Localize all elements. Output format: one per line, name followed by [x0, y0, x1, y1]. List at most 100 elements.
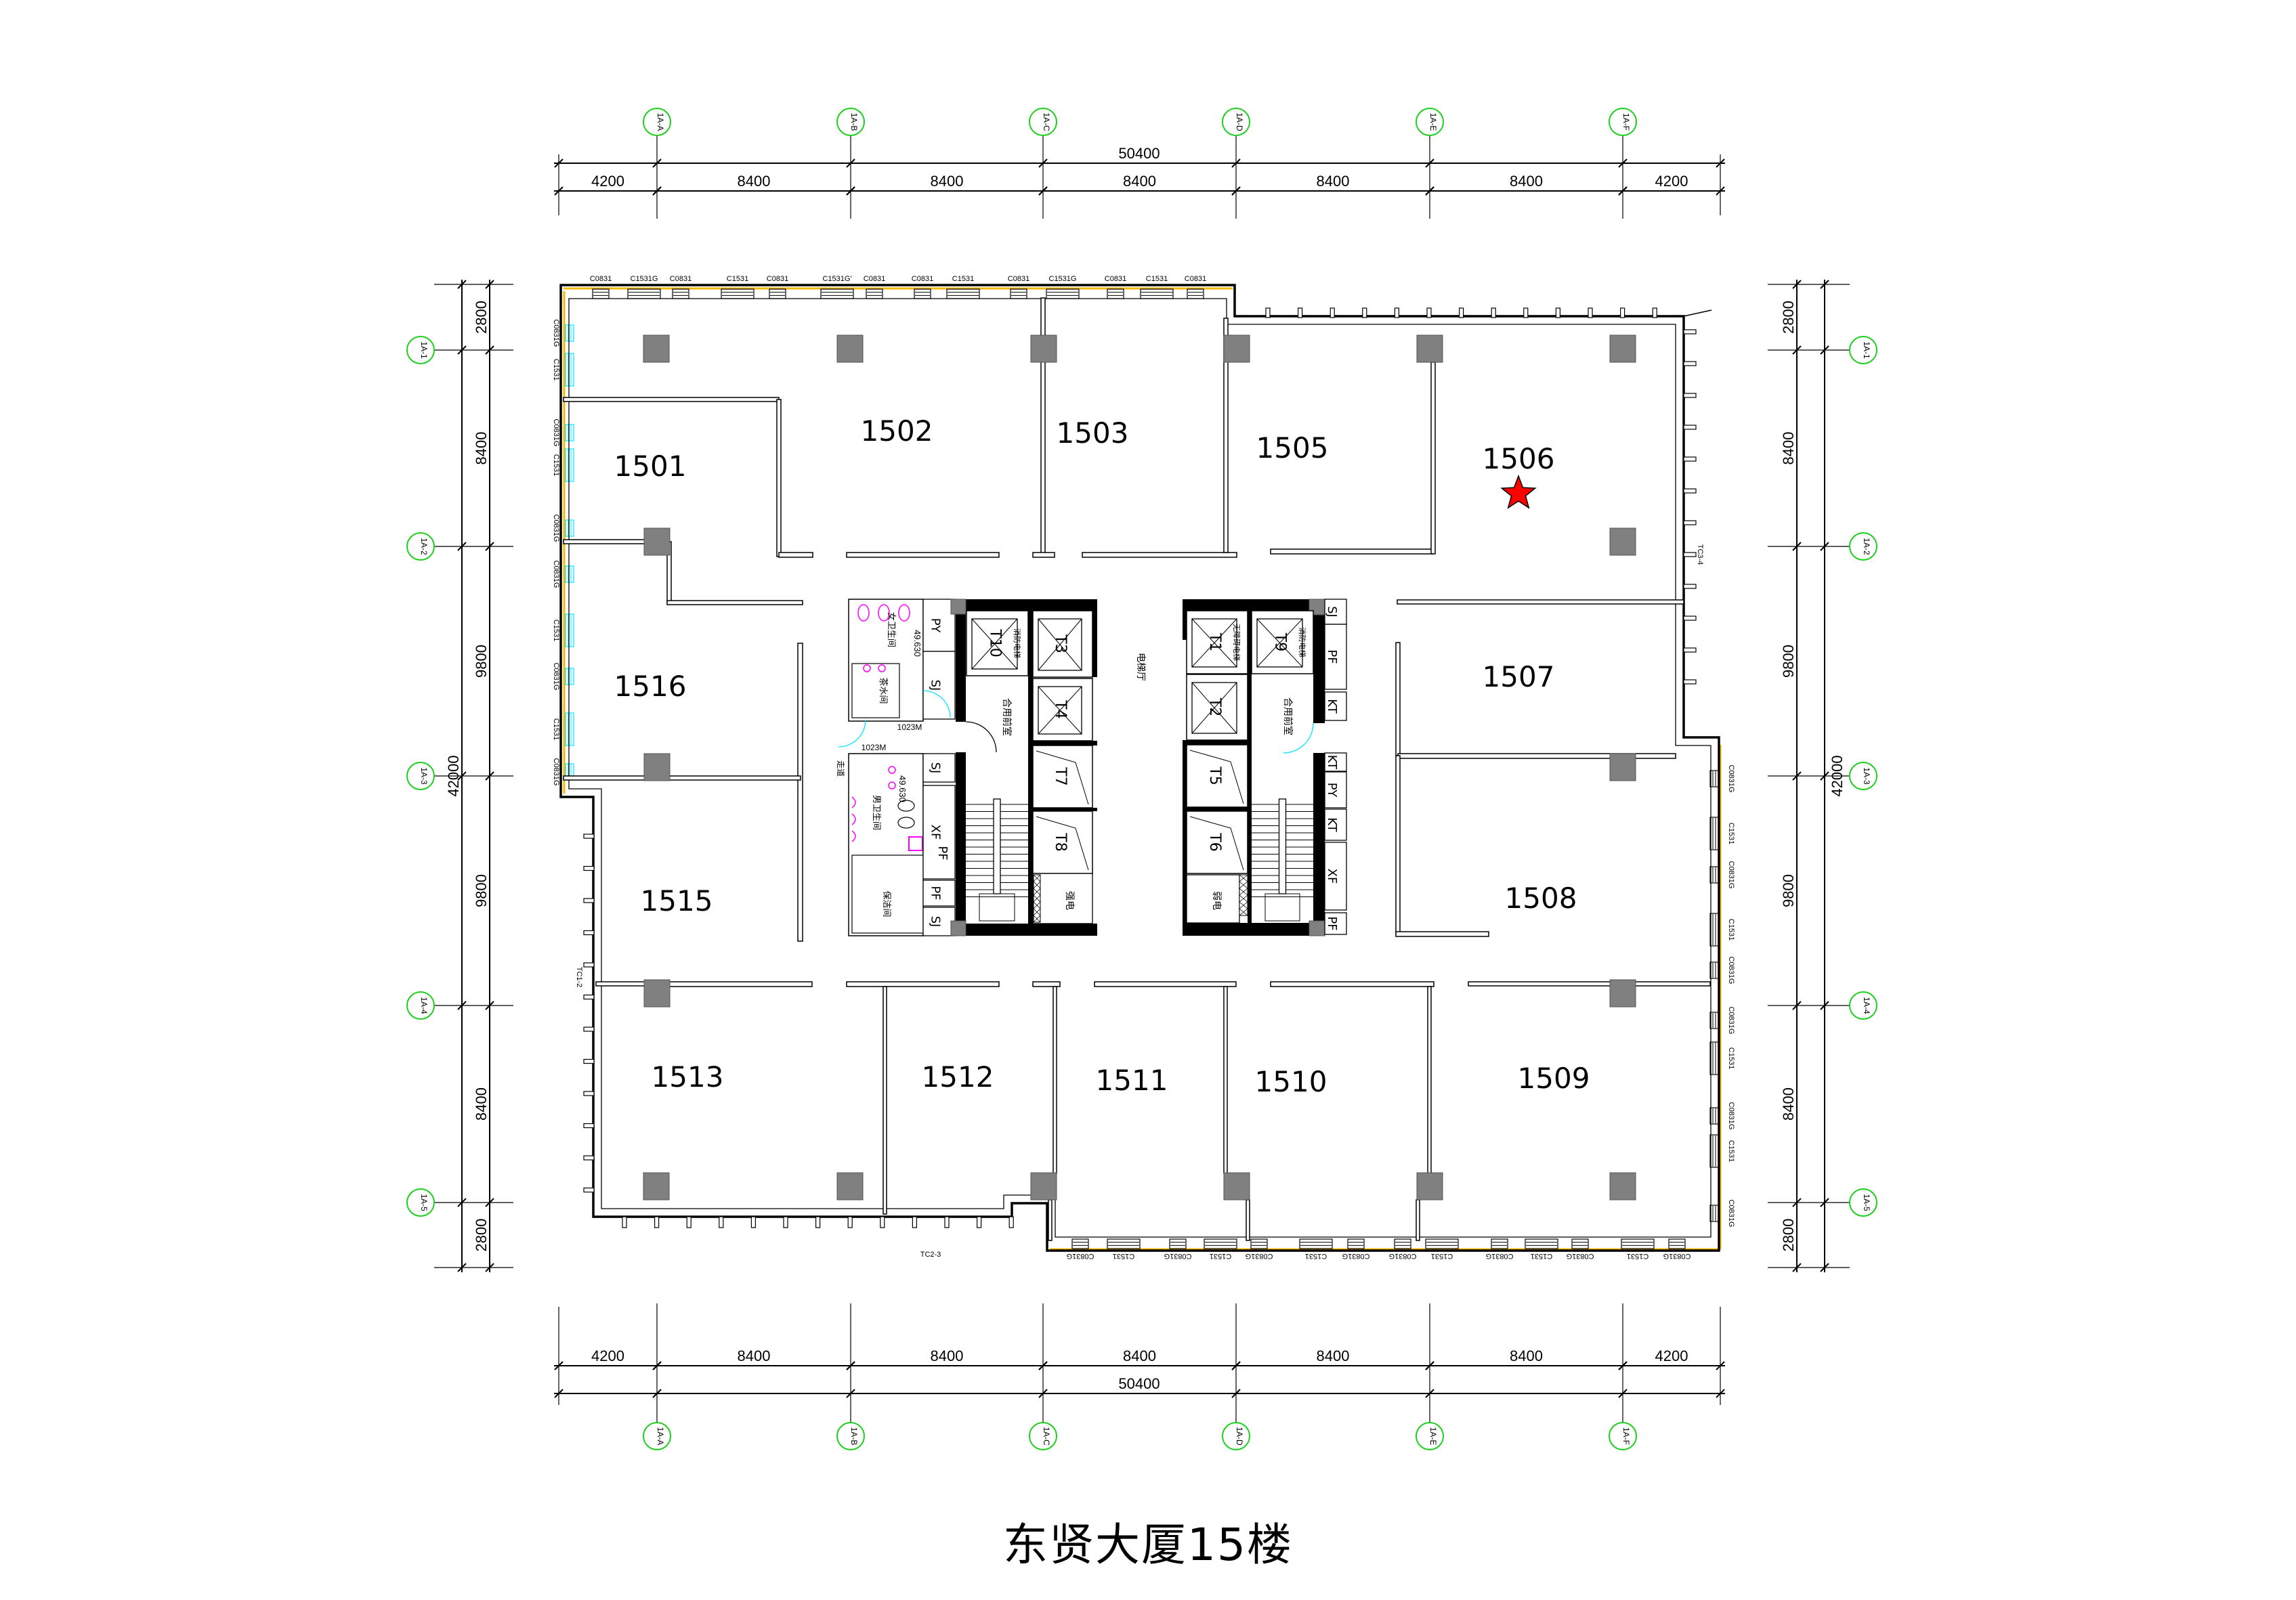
elevator-t6: T6 — [1186, 810, 1248, 874]
shaft-box — [1324, 624, 1347, 690]
curtain-mullion — [583, 1123, 595, 1129]
room-number-1510[interactable]: 1510 — [1255, 1065, 1327, 1098]
curtain-mullion — [1683, 361, 1697, 366]
grid-bubble: 1A-B — [836, 108, 865, 136]
grid-axis-label: 1A-4 — [419, 997, 429, 1014]
window-label: C0831G — [1246, 1252, 1273, 1260]
partition-wall — [563, 775, 801, 781]
elevator-t5: T5 — [1186, 744, 1248, 808]
dimension-segment-text: 8400 — [473, 1087, 490, 1121]
tea-room — [851, 663, 900, 718]
curtain-mullion — [1555, 307, 1560, 318]
room-number-1511[interactable]: 1511 — [1096, 1064, 1168, 1097]
curtain-mullion — [1459, 307, 1464, 318]
grid-axis-label: 1A-B — [849, 113, 859, 131]
curtain-mullion — [1683, 456, 1697, 462]
structural-column — [836, 334, 864, 363]
room-number-1502[interactable]: 1502 — [861, 414, 933, 448]
curtain-mullion — [976, 1216, 982, 1228]
grid-bubble: 1A-D — [1222, 108, 1250, 136]
curtain-mullion — [847, 1216, 853, 1228]
grid-bubble-circle — [836, 1422, 865, 1450]
room-number-1501[interactable]: 1501 — [614, 450, 687, 483]
structural-column — [950, 920, 966, 936]
curtain-mullion — [1683, 520, 1697, 525]
grid-bubble: 1A-5 — [406, 1188, 435, 1217]
room-number-1515[interactable]: 1515 — [641, 884, 713, 917]
dimension-segment-text: 9800 — [1780, 645, 1797, 678]
elevator-label: T2 — [1206, 697, 1223, 716]
window-frame — [1709, 866, 1719, 884]
shaft-box — [922, 785, 956, 880]
window-left — [565, 353, 574, 387]
window-left — [565, 712, 574, 746]
window-frame — [565, 448, 574, 482]
room-number-1508[interactable]: 1508 — [1505, 882, 1577, 915]
service-shaft: PY — [1324, 771, 1347, 808]
room-number-1507[interactable]: 1507 — [1483, 660, 1555, 693]
room-number-1512[interactable]: 1512 — [922, 1060, 994, 1094]
window-frame — [1107, 288, 1124, 299]
elevator-car-outline — [1036, 750, 1089, 805]
core-wall — [1033, 741, 1097, 745]
room-number-1506[interactable]: 1506 — [1483, 442, 1555, 475]
core-wall — [956, 599, 1097, 611]
dimension-tick — [554, 1389, 564, 1398]
window-frame — [1525, 1238, 1558, 1249]
grid-axis-label: 1A-5 — [1862, 1194, 1871, 1211]
cleaning-room — [851, 855, 924, 934]
elevator-t7: T7 — [1032, 745, 1093, 808]
window-label: C0831 — [670, 275, 692, 283]
partition-wall — [563, 539, 658, 544]
elevator-hall-label: 电梯厅 — [1135, 653, 1146, 681]
core-wall — [1313, 753, 1325, 923]
curtain-mullion — [1683, 584, 1697, 589]
window-frame — [565, 519, 574, 537]
window-frame — [1709, 1041, 1719, 1075]
partition-wall — [1094, 981, 1237, 987]
window-bottom — [1169, 1238, 1187, 1249]
structural-column — [1030, 1172, 1057, 1201]
door-tag: 1023M — [862, 743, 887, 752]
grid-bubble-circle — [1849, 762, 1877, 790]
window-top — [820, 288, 854, 299]
grid-bubble: 1A-E — [1416, 108, 1444, 136]
curtain-mullion — [1008, 1216, 1014, 1228]
grid-bubble-circle — [836, 108, 865, 136]
window-label: C0831 — [767, 275, 788, 283]
dimension-tick — [457, 345, 467, 355]
core-wall — [1183, 923, 1309, 936]
room-number-1516[interactable]: 1516 — [614, 670, 687, 703]
room-number-1513[interactable]: 1513 — [652, 1060, 724, 1094]
dimension-segment-text: 8400 — [473, 432, 490, 465]
hatch — [1033, 908, 1041, 916]
window-label: C0831G — [552, 663, 560, 691]
room-number-1505[interactable]: 1505 — [1256, 431, 1329, 464]
curtain-mullion — [583, 865, 595, 871]
curtain-mullion — [583, 1155, 595, 1161]
window-label: C0831G — [1727, 1007, 1735, 1035]
room-number-1509[interactable]: 1509 — [1518, 1062, 1590, 1095]
door-tag: 1023M — [897, 722, 922, 732]
room-number-1503[interactable]: 1503 — [1057, 416, 1129, 450]
curtain-mullion — [583, 1058, 595, 1064]
window-top — [769, 288, 786, 299]
curtain-mullion — [880, 1216, 885, 1228]
dimension-tick — [1820, 1001, 1829, 1010]
window-label: C0831G — [1067, 1252, 1094, 1260]
window-frame — [565, 353, 574, 387]
grid-axis-label: 1A-F — [1621, 1427, 1631, 1445]
shaft-label: SJ — [929, 762, 943, 774]
dimension-tick — [1820, 1198, 1829, 1207]
shaft-label: SJ — [929, 680, 943, 691]
partition-wall — [1270, 981, 1434, 987]
dimension-tick — [457, 280, 467, 289]
window-label: C1531 — [727, 275, 748, 283]
elevator-t8: T8 — [1032, 810, 1093, 874]
shaft-label: SJ — [1325, 606, 1339, 618]
structural-column — [836, 1172, 864, 1201]
elevator-label: T4 — [1052, 699, 1069, 718]
corridor-label: 走道 — [836, 760, 845, 777]
window-frame — [627, 288, 661, 299]
